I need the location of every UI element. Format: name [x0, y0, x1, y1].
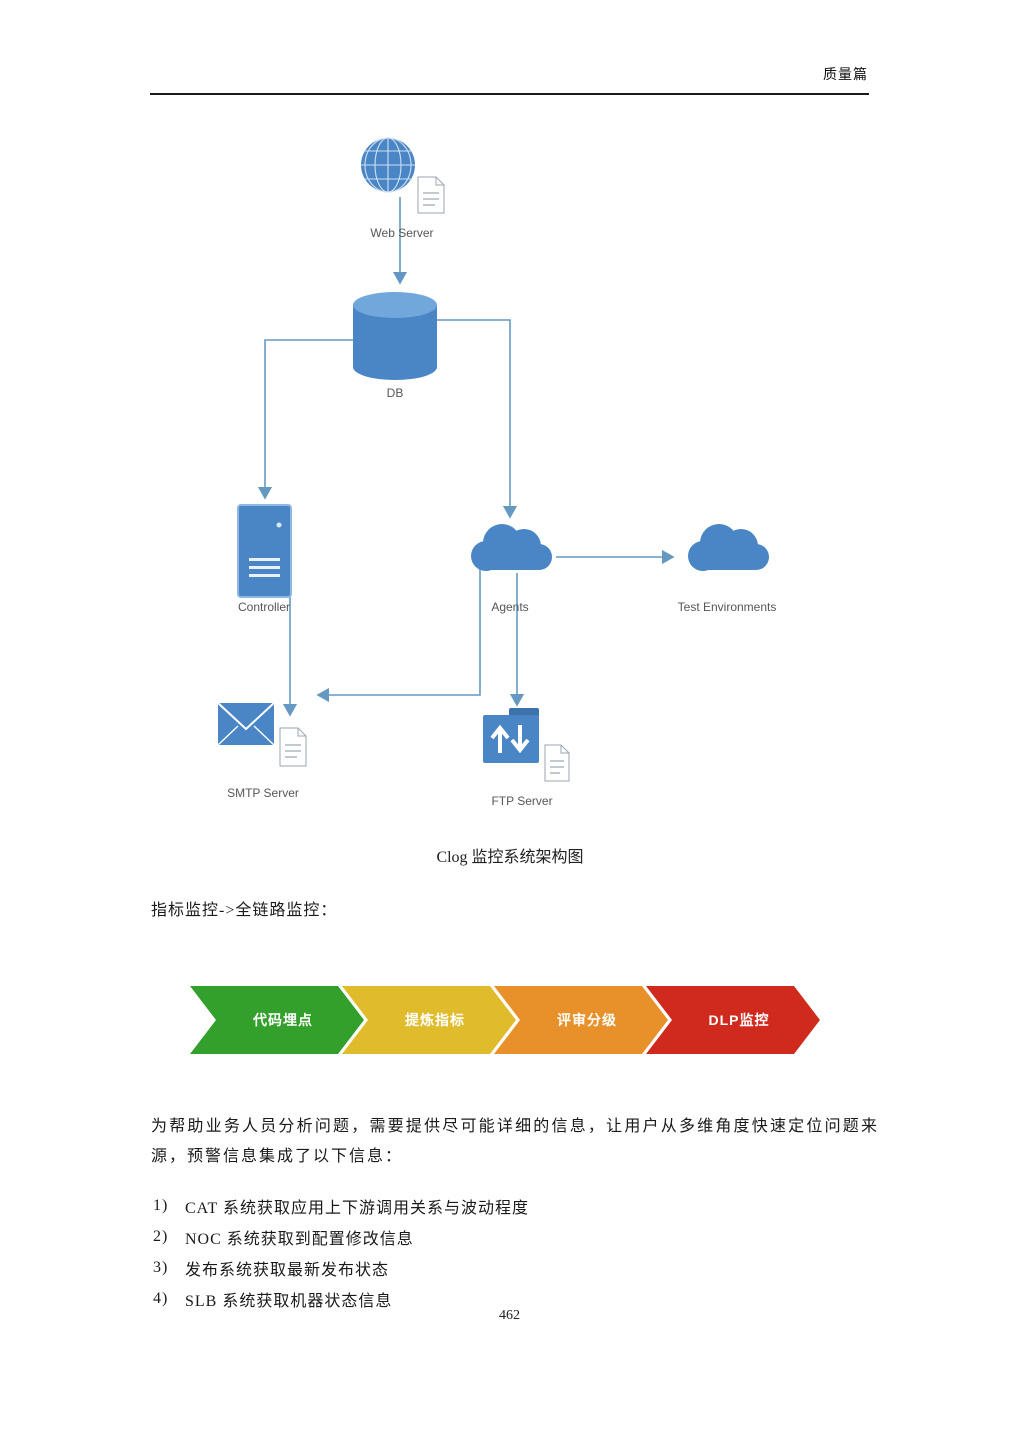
agents-cloud-icon — [471, 524, 552, 571]
list-number: 2) — [153, 1227, 169, 1245]
list-text: SLB 系统获取机器状态信息 — [185, 1292, 393, 1310]
body-paragraph: 为帮助业务人员分析问题，需要提供尽可能详细的信息，让用户从多维角度快速定位问题来… — [151, 1118, 879, 1165]
flow-step-label: 代码埋点 — [253, 1012, 313, 1028]
process-flow: 代码埋点 提炼指标 评审分级 DLP监控 — [190, 986, 820, 1054]
web-server-label: Web Server — [370, 226, 433, 240]
list-text: 发布系统获取最新发布状态 — [185, 1261, 390, 1279]
testenv-cloud-icon — [688, 524, 769, 571]
ftp-transfer-icon — [483, 708, 539, 763]
flow-step-code-instrumentation: 代码埋点 — [190, 986, 364, 1054]
flow-step-dlp-monitoring: DLP监控 — [646, 986, 820, 1054]
ftp-document-icon — [544, 744, 570, 782]
flow-step-review-grading: 评审分级 — [494, 986, 668, 1054]
connector-agents-smtp-branch — [316, 565, 481, 703]
agents-label: Agents — [491, 600, 528, 614]
list-number: 3) — [153, 1258, 169, 1276]
flow-step-refine-metrics: 提炼指标 — [342, 986, 516, 1054]
smtp-server-label: SMTP Server — [227, 786, 299, 800]
flow-step-label: 评审分级 — [557, 1012, 617, 1028]
list-number: 4) — [153, 1289, 169, 1307]
architecture-diagram: Web Server DB Controller Agents — [150, 115, 870, 830]
db-label: DB — [387, 386, 404, 400]
section-intro: 指标监控->全链路监控： — [151, 902, 338, 919]
webserver-document-icon — [417, 176, 445, 214]
database-icon — [353, 292, 437, 380]
controller-label: Controller — [238, 600, 290, 614]
diagram-caption: Clog 监控系统架构图 — [436, 849, 584, 866]
test-environments-label: Test Environments — [678, 600, 777, 614]
ftp-server-label: FTP Server — [491, 794, 552, 808]
flow-step-label: 提炼指标 — [405, 1012, 465, 1028]
envelope-icon — [217, 702, 275, 746]
header-divider — [150, 93, 869, 95]
controller-icon — [237, 504, 292, 598]
list-item: 1) CAT 系统获取应用上下游调用关系与波动程度 — [153, 1190, 529, 1221]
diagram-canvas: Web Server DB Controller Agents — [217, 137, 777, 808]
numbered-list: 1) CAT 系统获取应用上下游调用关系与波动程度 2) NOC 系统获取到配置… — [153, 1190, 529, 1314]
list-item: 3) 发布系统获取最新发布状态 — [153, 1252, 529, 1283]
page-header: 质量篇 — [823, 68, 868, 83]
list-text: CAT 系统获取应用上下游调用关系与波动程度 — [185, 1199, 529, 1217]
list-item: 2) NOC 系统获取到配置修改信息 — [153, 1221, 529, 1252]
connector-db-controller — [257, 339, 353, 500]
smtp-document-icon — [279, 727, 307, 767]
list-number: 1) — [153, 1196, 169, 1214]
list-item: 4) SLB 系统获取机器状态信息 — [153, 1283, 529, 1314]
list-text: NOC 系统获取到配置修改信息 — [185, 1230, 414, 1248]
connector-db-agents — [437, 319, 518, 519]
globe-icon — [361, 137, 415, 193]
page-number: 462 — [499, 1308, 520, 1323]
flow-step-label: DLP监控 — [708, 1012, 770, 1028]
